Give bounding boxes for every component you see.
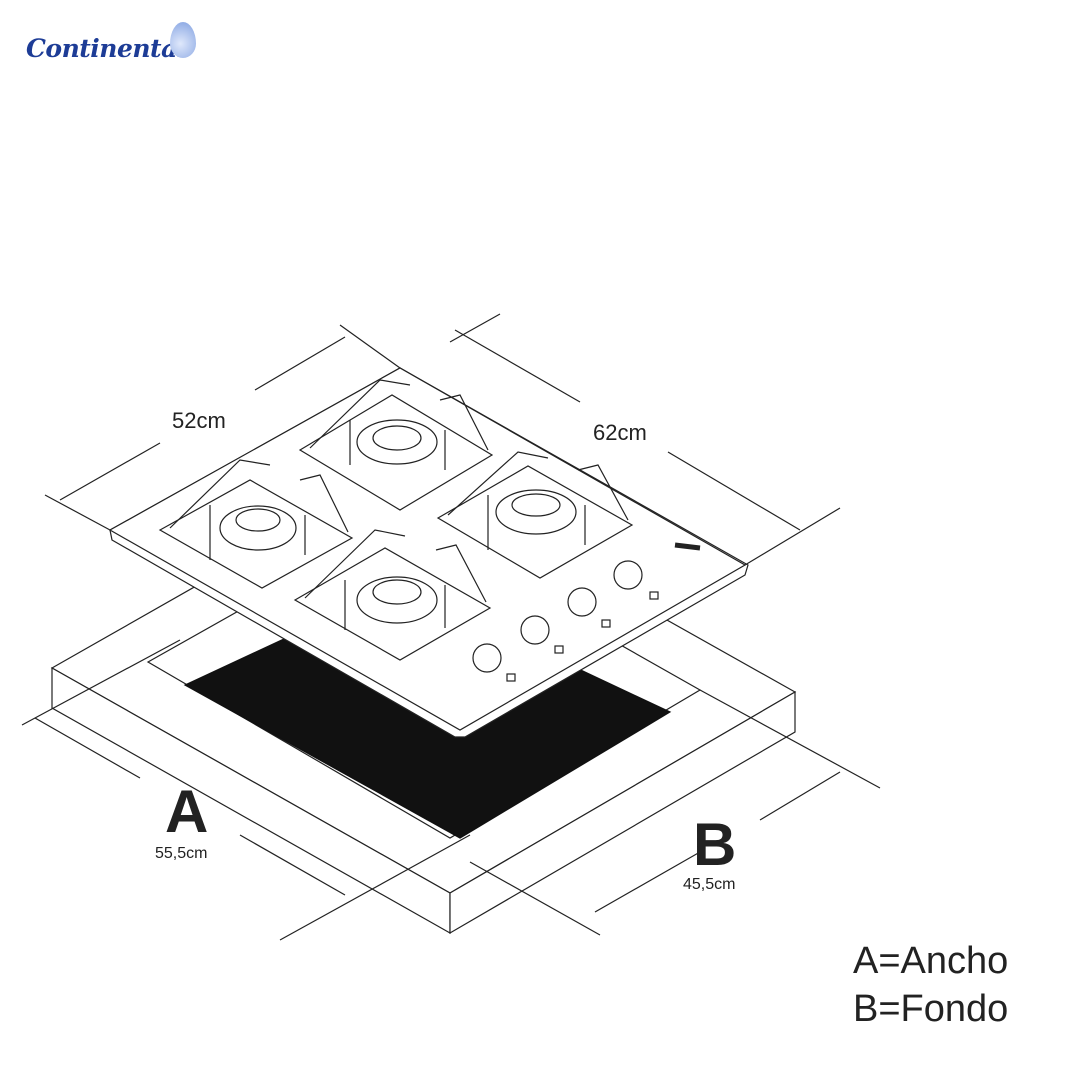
depth-label: 62cm (593, 420, 647, 445)
brand-logo-text: Continental (26, 34, 186, 63)
knob-1 (472, 643, 502, 673)
cutout-a-letter: A (165, 778, 209, 845)
burner-right (436, 451, 634, 579)
legend-b: B=Fondo (853, 988, 1009, 1030)
width-label: 52cm (172, 408, 226, 433)
knob-2 (520, 615, 550, 645)
knob-4 (613, 560, 643, 590)
burner-front (293, 529, 492, 661)
flame-mascot-icon (170, 22, 196, 58)
legend-a: A=Ancho (853, 940, 1009, 982)
burner-back (298, 379, 494, 511)
knob-3 (567, 587, 597, 617)
cutout-b-letter: B (693, 811, 737, 878)
brand-logo: Continental (22, 20, 202, 75)
cooktop (108, 367, 749, 738)
brand-badge (674, 542, 701, 551)
burner-left (158, 459, 354, 589)
dimension-lines-cutout (21, 639, 881, 941)
cutout-b-value: 45,5cm (683, 876, 736, 893)
dimension-lines-cooktop (44, 313, 841, 566)
cutout-a-value: 55,5cm (155, 845, 208, 862)
control-knobs (472, 560, 659, 682)
